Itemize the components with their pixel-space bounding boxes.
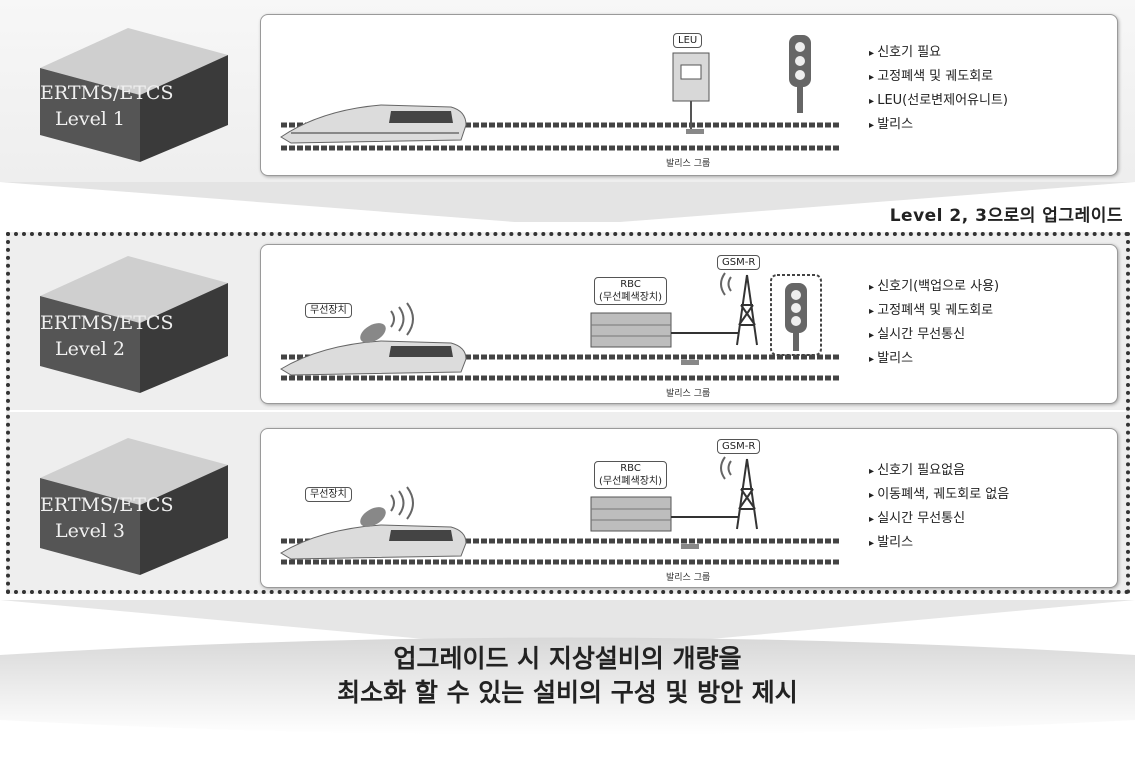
level3-bullet: 실시간 무선통신 xyxy=(869,507,1009,531)
level2-system-name: ERTMS/ETCS xyxy=(40,312,174,334)
level3-rbc-tag-line2: (무선폐색장치) xyxy=(599,476,663,487)
level3-gsm-tower-icon xyxy=(736,458,758,530)
level2-gsm-tag: GSM-R xyxy=(717,255,761,270)
level1-bullet: LEU(선로변제어유니트) xyxy=(869,89,1008,113)
level1-bullet: 고정폐색 및 궤도회로 xyxy=(869,65,1008,89)
level1-balise-caption: 발리스 그룹 xyxy=(666,159,711,169)
level3-bullet: 이동폐색, 궤도회로 없음 xyxy=(869,483,1009,507)
level1-bullet: 신호기 필요 xyxy=(869,41,1008,65)
level2-signal-backup-frame xyxy=(770,274,822,356)
level2-illustration xyxy=(280,272,841,381)
level3-panel: 무선장치 RBC (무선폐색장치) GSM-R 발리스 그룹 신호기 필요없음 … xyxy=(260,428,1118,588)
conclusion-line1: 업그레이드 시 지상설비의 개량을 xyxy=(393,644,742,673)
level2-bullet: 발리스 xyxy=(869,347,999,371)
level3-gsm-tag: GSM-R xyxy=(717,439,761,454)
level1-bullet: 발리스 xyxy=(869,113,1008,137)
level2-rbc-tag: RBC (무선폐색장치) xyxy=(594,277,668,305)
level3-illustration xyxy=(280,456,841,565)
level2-balise-caption: 발리스 그룹 xyxy=(666,389,711,399)
level1-leu-tag: LEU xyxy=(673,33,703,48)
level3-level-name: Level 3 xyxy=(54,520,126,542)
level2-bullet: 고정폐색 및 궤도회로 xyxy=(869,299,999,323)
conclusion-line2: 최소화 할 수 있는 설비의 구성 및 방안 제시 xyxy=(337,678,798,707)
level1-cube: ERTMS/ETCS Level 1 xyxy=(28,20,238,165)
conclusion-text: 업그레이드 시 지상설비의 개량을 최소화 할 수 있는 설비의 구성 및 방안… xyxy=(0,642,1135,710)
level3-bullet: 발리스 xyxy=(869,531,1009,555)
level3-wave-icon xyxy=(390,486,414,520)
level1-panel: LEU 발리스 그룹 신호기 필요 고정폐색 및 궤도회로 LEU(선로변제어유… xyxy=(260,14,1118,176)
level2-gsm-tower-icon xyxy=(736,274,758,346)
level2-cube: ERTMS/ETCS Level 2 xyxy=(28,248,238,393)
level3-bullet-list: 신호기 필요없음 이동폐색, 궤도회로 없음 실시간 무선통신 발리스 xyxy=(869,459,1009,555)
level1-train-icon xyxy=(280,104,467,144)
level3-rbc-building-icon xyxy=(590,496,672,532)
level2-rbc-tag-line1: RBC xyxy=(620,279,641,290)
level3-balise-icon xyxy=(681,544,699,549)
funnel-arrow-top xyxy=(0,182,1135,222)
level2-balise-icon xyxy=(681,360,699,365)
level2-rbc-tag-line2: (무선폐색장치) xyxy=(599,292,663,303)
level-divider xyxy=(10,410,1126,412)
level1-signal-icon xyxy=(789,35,811,113)
level1-leu-icon xyxy=(672,52,710,129)
level3-train-icon xyxy=(280,507,467,560)
level2-bullet: 실시간 무선통신 xyxy=(869,323,999,347)
level3-balise-caption: 발리스 그룹 xyxy=(666,573,711,583)
level3-radio-tag: 무선장치 xyxy=(305,487,352,502)
level2-signal-icon xyxy=(785,283,807,351)
level1-illustration xyxy=(280,35,841,151)
level3-cube: ERTMS/ETCS Level 3 xyxy=(28,430,238,575)
upgrade-label: Level 2, 3으로의 업그레이드 xyxy=(889,206,1123,226)
level2-wave-icon xyxy=(390,302,414,336)
level1-balise-icon xyxy=(686,129,704,134)
level1-bullet-list: 신호기 필요 고정폐색 및 궤도회로 LEU(선로변제어유니트) 발리스 xyxy=(869,41,1008,137)
level2-rbc-building-icon xyxy=(590,312,672,348)
level2-bullet-list: 신호기(백업으로 사용) 고정폐색 및 궤도회로 실시간 무선통신 발리스 xyxy=(869,275,999,371)
level2-train-icon xyxy=(280,323,467,376)
level2-bullet: 신호기(백업으로 사용) xyxy=(869,275,999,299)
level2-panel: 무선장치 RBC (무선폐색장치) GSM-R 발리스 그룹 신호기(백업으로 … xyxy=(260,244,1118,404)
level2-radio-tag: 무선장치 xyxy=(305,303,352,318)
level2-wave-tower-icon xyxy=(720,272,732,296)
level2-level-name: Level 2 xyxy=(54,338,126,360)
funnel-arrow-bottom xyxy=(0,600,1135,735)
level3-rbc-tag-line1: RBC xyxy=(620,463,641,474)
level1-system-name: ERTMS/ETCS xyxy=(40,82,174,104)
level3-wave-tower-icon xyxy=(720,456,732,480)
level3-rbc-tag: RBC (무선폐색장치) xyxy=(594,461,668,489)
level3-bullet: 신호기 필요없음 xyxy=(869,459,1009,483)
level1-level-name: Level 1 xyxy=(54,108,126,130)
level3-system-name: ERTMS/ETCS xyxy=(40,494,174,516)
